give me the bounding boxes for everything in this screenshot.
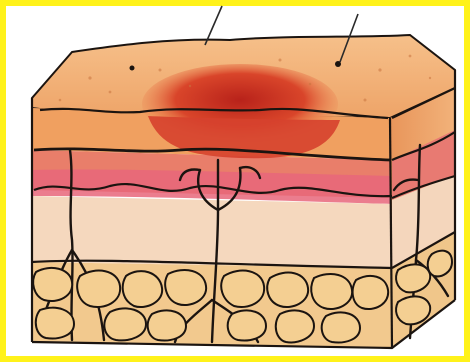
hair-follicle-icon: [130, 66, 135, 71]
hair-follicle-icon: [335, 61, 341, 67]
